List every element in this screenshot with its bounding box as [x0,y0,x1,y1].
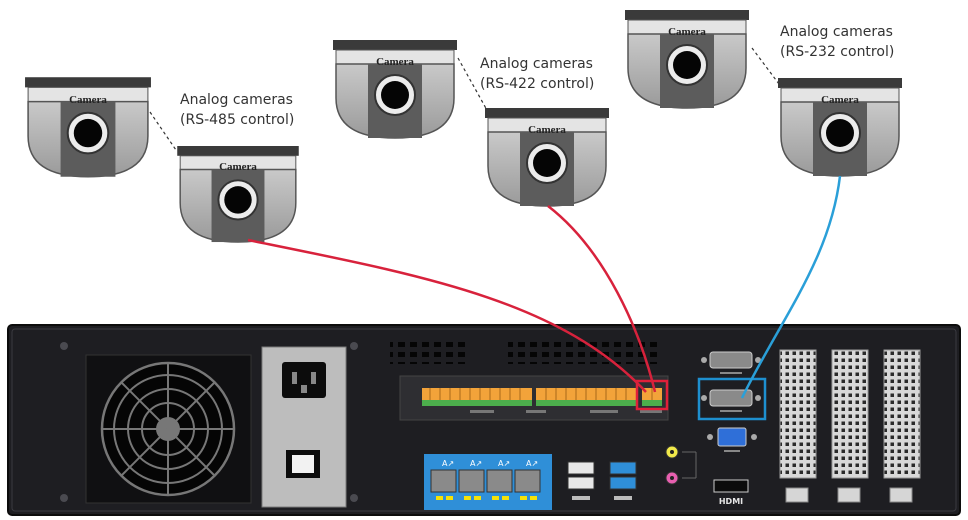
dvr-rear-panel: A↗ A↗ A↗ A↗ [7,324,961,516]
daisy-chain-link-422 [457,57,489,113]
camera-6-label: Camera [821,94,859,106]
hdmi-label: HDMI [719,497,743,506]
vent-grill-center [508,340,660,364]
vent-grill-left [390,340,468,364]
camera-6: Camera [777,78,903,177]
usb-ports [567,461,637,500]
camera-3-label: Camera [376,56,414,68]
terminal-blocks [399,375,669,421]
camera-5-label: Camera [668,26,706,38]
hdmi-port: HDMI [713,479,749,506]
group-title: Analog cameras [780,24,893,40]
group-title: Analog cameras [180,92,293,108]
camera-1: Camera [24,77,152,178]
rs232-cable [740,175,842,399]
serial-port-2 [701,389,761,412]
svg-text:A↗: A↗ [498,459,510,468]
group-control: (RS-232 control) [780,44,895,60]
camera-3: Camera [332,40,458,139]
group-label-rs422: Analog cameras (RS-422 control) [480,54,594,94]
rs485-cable [247,238,647,393]
audio-jacks [665,445,697,485]
svg-text:A↗: A↗ [470,459,482,468]
group-control: (RS-422 control) [480,76,595,92]
group-control: (RS-485 control) [180,112,295,128]
camera-2: Camera [176,146,300,244]
camera-1-label: Camera [69,94,107,106]
camera-4-label: Camera [528,124,566,136]
camera-5: Camera [624,10,750,109]
svg-text:A↗: A↗ [526,459,538,468]
group-label-rs232: Analog cameras (RS-232 control) [780,22,894,62]
group-label-rs485: Analog cameras (RS-485 control) [180,90,294,130]
rs422-cable [547,205,657,393]
daisy-chain-link-485 [149,111,177,151]
expansion-slot-1 [779,349,817,503]
expansion-slot-3 [883,349,921,503]
camera-2-label: Camera [219,161,257,173]
vga-port [707,427,757,452]
group-title: Analog cameras [480,56,593,72]
daisy-chain-link-232 [751,47,783,89]
psu-fan [85,354,252,504]
rs232-port-highlight [697,377,767,421]
serial-port-1 [701,351,761,374]
power-module [261,346,347,508]
expansion-slot-2 [831,349,869,503]
svg-text:A↗: A↗ [442,459,454,468]
camera-4: Camera [484,108,610,207]
lan-port-panel: A↗ A↗ A↗ A↗ [424,454,552,510]
